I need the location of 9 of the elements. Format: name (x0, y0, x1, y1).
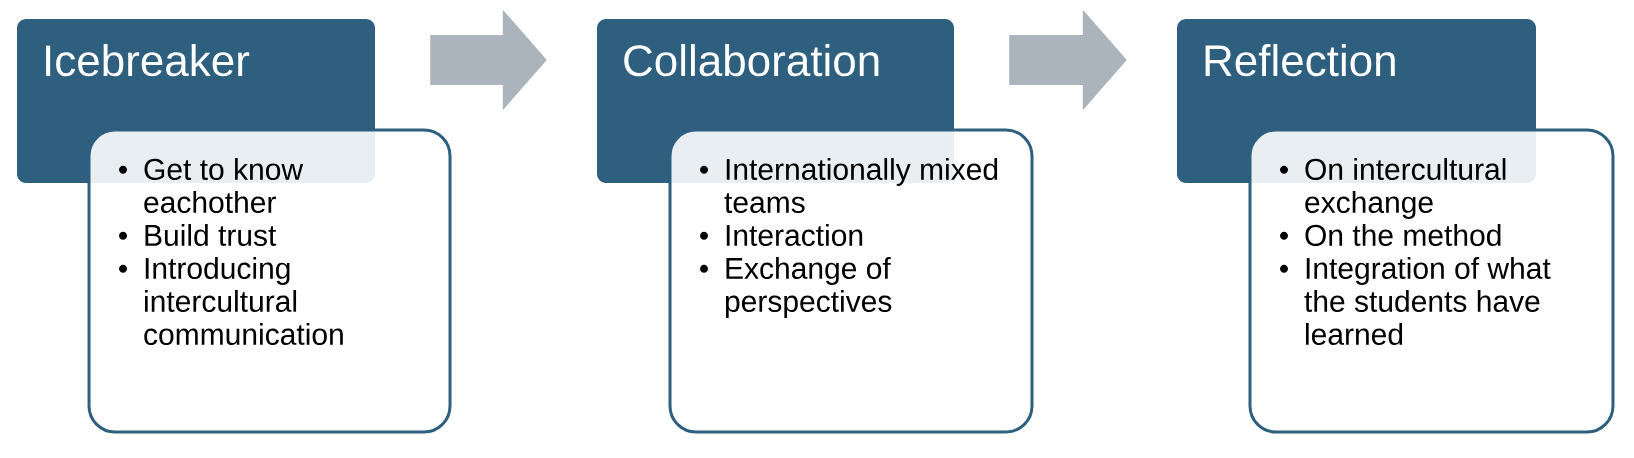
bullet-box (668, 128, 1034, 434)
bullet-box (1248, 128, 1615, 434)
bullet-item: Introducing intercultural communication (144, 257, 343, 346)
bullet-box (87, 128, 452, 434)
bullet-item: Build trust (145, 224, 277, 247)
bullet-item: Exchange of perspectives (725, 257, 892, 318)
bullet-item: Integration of what the students have learned (1304, 257, 1551, 346)
bullet-item: On the method (1305, 224, 1501, 247)
bullet-item: Interaction (726, 224, 863, 247)
